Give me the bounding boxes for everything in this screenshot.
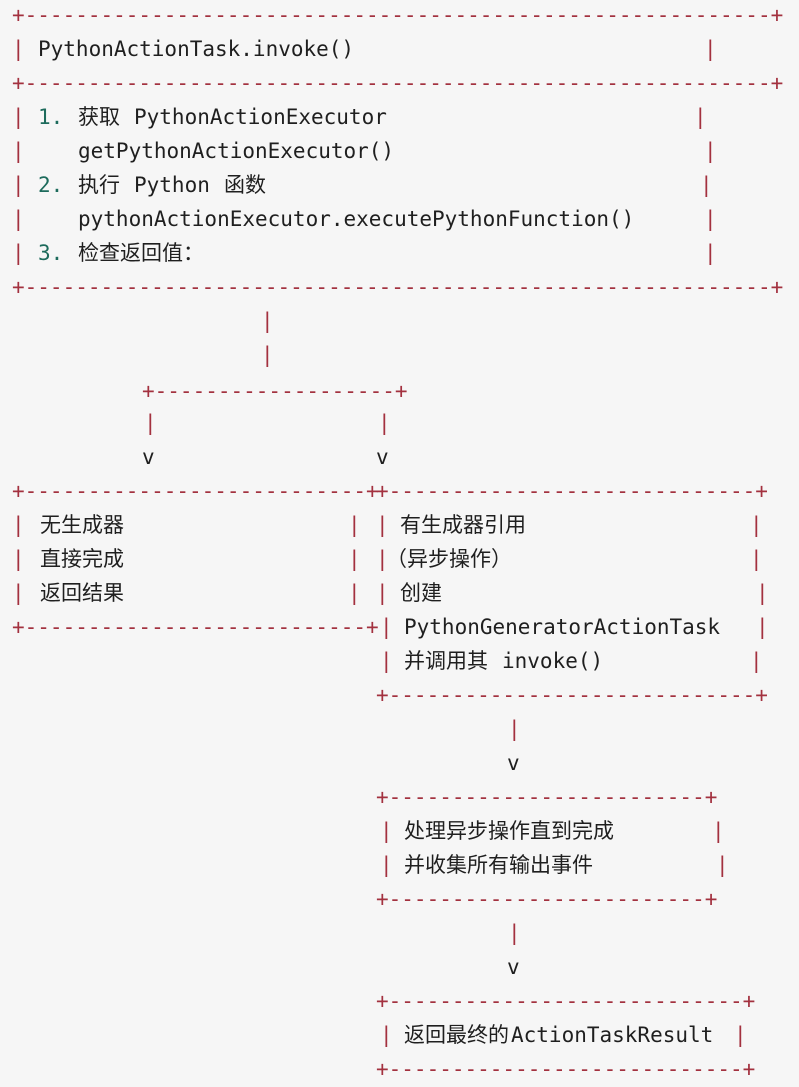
result-box-right-border: | (734, 1023, 747, 1047)
step1-number: 1. (38, 105, 64, 129)
step3-label: 检查返回值： (78, 241, 204, 265)
left-box-left-border: | (12, 513, 25, 537)
connector-pipe: | (508, 921, 521, 945)
left-box-border-bottom: +---------------------------+ (12, 615, 379, 639)
step1-code: PythonActionExecutor (134, 105, 387, 129)
right-box-left-border: | (380, 649, 393, 673)
process-box-right-border: | (716, 853, 729, 877)
left-box-right-border: | (348, 547, 361, 571)
left-box-line: 返回结果 (40, 581, 124, 605)
right-box-line5-prefix: 并调用其 (404, 649, 488, 673)
left-box-left-border: | (12, 581, 25, 605)
main-box-border-top: +---------------------------------------… (12, 3, 784, 27)
right-box-right-border: | (750, 547, 763, 571)
left-box-right-border: | (348, 581, 361, 605)
main-box-title-divider: +---------------------------------------… (12, 71, 784, 95)
right-box-right-border: | (750, 513, 763, 537)
process-box-border-top: +-------------------------+ (376, 785, 718, 809)
connector-arrow: v (507, 751, 520, 775)
result-box-code: ActionTaskResult (511, 1023, 714, 1047)
step2b-left-border: | (12, 207, 25, 231)
right-box-left-border: | (376, 581, 389, 605)
step2-number: 2. (38, 173, 64, 197)
step2-sub-code: pythonActionExecutor.executePythonFuncti… (78, 207, 635, 231)
right-box-line1: 有生成器引用 (400, 513, 526, 537)
main-box-right-border: | (704, 37, 717, 61)
step2-left-border: | (12, 173, 25, 197)
right-box-right-border: | (756, 581, 769, 605)
step3-right-border: | (704, 241, 717, 265)
right-box-line3: 创建 (400, 581, 442, 605)
step3-number: 3. (38, 241, 64, 265)
result-box-left-border: | (380, 1023, 393, 1047)
branch-split-line: +-------------------+ (142, 379, 408, 403)
connector-pipe: | (261, 343, 274, 367)
right-box-left-border: | (380, 615, 393, 639)
result-box-border-top: +----------------------------+ (376, 989, 756, 1013)
main-box-title: PythonActionTask.invoke() (38, 37, 355, 61)
step1-left-border: | (12, 105, 25, 129)
process-box-border-bottom: +-------------------------+ (376, 887, 718, 911)
branch-left-pipe: | (144, 411, 157, 435)
right-box-border-bottom: +-----------------------------+ (376, 683, 768, 707)
step1b-left-border: | (12, 139, 25, 163)
step2-right-border: | (700, 173, 713, 197)
process-box-line: 处理异步操作直到完成 (404, 819, 614, 843)
main-box-left-border: | (12, 37, 25, 61)
main-box-border-bottom: +---------------------------------------… (12, 275, 784, 299)
left-box-line: 直接完成 (40, 547, 124, 571)
right-box-border-top: +-----------------------------+ (376, 479, 768, 503)
step1-right-border: | (694, 105, 707, 129)
step2-suffix: 函数 (224, 173, 266, 197)
result-box-border-bottom: +----------------------------+ (376, 1057, 756, 1081)
process-box-line: 并收集所有输出事件 (404, 853, 593, 877)
result-box-prefix: 返回最终的 (404, 1023, 509, 1047)
branch-left-arrow: v (142, 445, 155, 469)
right-box-left-border: | (376, 513, 389, 537)
step2b-right-border: | (704, 207, 717, 231)
left-box-right-border: | (348, 513, 361, 537)
right-box-right-border: | (756, 615, 769, 639)
process-box-right-border: | (712, 819, 725, 843)
connector-arrow: v (507, 955, 520, 979)
step1-sub-code: getPythonActionExecutor() (78, 139, 395, 163)
step1-label: 获取 (78, 105, 120, 129)
branch-right-arrow: v (376, 445, 389, 469)
step2-code: Python (134, 173, 210, 197)
right-box-line2: （异步操作） (386, 547, 512, 571)
left-box-left-border: | (12, 547, 25, 571)
step2-label: 执行 (78, 173, 120, 197)
connector-pipe: | (508, 717, 521, 741)
connector-pipe: | (261, 309, 274, 333)
process-box-left-border: | (380, 819, 393, 843)
step1b-right-border: | (704, 139, 717, 163)
left-box-line: 无生成器 (40, 513, 124, 537)
right-box-line5-code: invoke() (502, 649, 604, 673)
right-box-right-border: | (750, 649, 763, 673)
right-box-left-border: | (376, 547, 389, 571)
process-box-left-border: | (380, 853, 393, 877)
step3-left-border: | (12, 241, 25, 265)
left-box-border-top: +---------------------------+ (12, 479, 379, 503)
branch-right-pipe: | (378, 411, 391, 435)
right-box-line4: PythonGeneratorActionTask (404, 615, 721, 639)
